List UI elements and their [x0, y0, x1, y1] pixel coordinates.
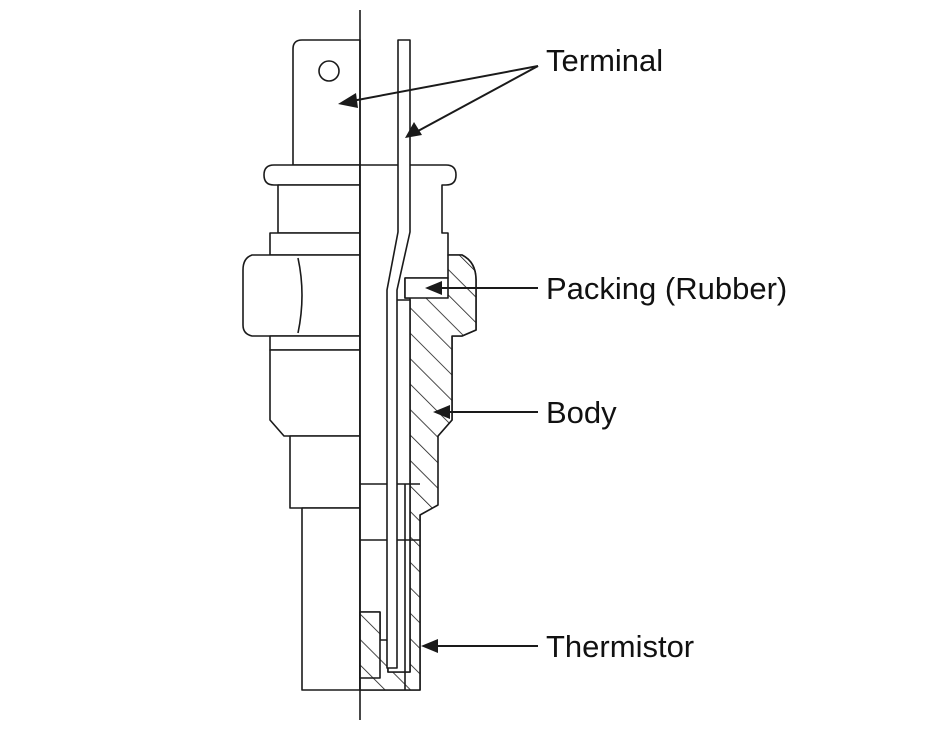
- sensor-exterior-half: [242, 39, 361, 691]
- terminal-leaders: [338, 65, 539, 138]
- thermistor-leader: [421, 639, 538, 653]
- body-leader: [433, 405, 538, 419]
- thermistor-element: [359, 611, 381, 679]
- terminal-hole: [318, 60, 340, 82]
- terminal-strip: [386, 39, 411, 669]
- label-terminal: Terminal: [546, 43, 663, 78]
- label-body: Body: [546, 395, 617, 430]
- packing-leader: [425, 281, 538, 295]
- sensor-section-half: [359, 39, 477, 691]
- label-packing: Packing (Rubber): [546, 271, 787, 306]
- label-thermistor: Thermistor: [546, 629, 694, 664]
